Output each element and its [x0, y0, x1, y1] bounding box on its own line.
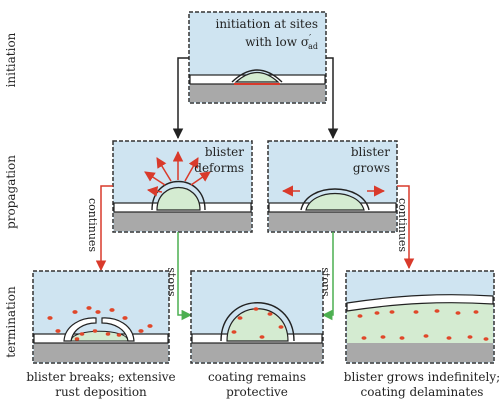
- broken-flap-left: [63, 317, 97, 342]
- stage-label-propagation: propagation: [4, 155, 18, 229]
- arrow-continues-left: [95, 185, 113, 272]
- caption-protective-line1: coating remains: [208, 370, 306, 384]
- caption-breaks-line2: rust deposition: [55, 385, 147, 399]
- rust-deposits-delaminates: [357, 309, 489, 341]
- broken-flap-right: [101, 317, 135, 342]
- propagation-grows-box: blister grows: [267, 140, 398, 233]
- arrow-stops-right: [321, 232, 334, 321]
- stage-label-initiation: initiation: [4, 32, 18, 87]
- grows-label-line1: blister: [351, 145, 390, 159]
- arrow-continues-right: [397, 185, 415, 270]
- deformed-blister: [156, 187, 201, 211]
- growing-blister: [305, 192, 365, 211]
- deformation-arrows: [144, 150, 211, 197]
- caption-protective-line2: protective: [226, 385, 288, 399]
- stage-label-termination: termination: [4, 286, 18, 358]
- termination-breaks-box: [32, 270, 170, 364]
- initial-blister: [234, 71, 280, 83]
- initiation-box: initiation at sites with low σ′ad: [188, 11, 327, 104]
- stable-blister: [226, 308, 289, 342]
- caption-delaminates-line2: coating delaminates: [361, 385, 484, 399]
- arrow-to-deforms: [172, 57, 189, 140]
- initiation-label-line1: initiation at sites: [215, 17, 318, 31]
- termination-delaminates-box: [345, 270, 495, 364]
- termination-protective-box: [190, 270, 324, 364]
- propagation-deforms-box: blister deforms: [112, 140, 253, 233]
- initiation-label-line2: with low σ′ad: [245, 34, 318, 51]
- continues-left-label: continues: [86, 198, 99, 252]
- deforms-label-line2: deforms: [194, 161, 244, 175]
- arrow-to-grows: [326, 57, 339, 140]
- deforms-label-line1: blister: [205, 145, 244, 159]
- caption-breaks-line1: blister breaks; extensive: [26, 370, 175, 384]
- rust-deposits-protective: [231, 307, 284, 339]
- delaminated-coating: [346, 294, 494, 312]
- rust-deposits-breaks: [47, 306, 153, 341]
- arrow-stops-left: [177, 232, 193, 321]
- continues-right-label: continues: [396, 198, 409, 252]
- caption-delaminates-line1: blister grows indefinitely;: [344, 370, 500, 384]
- grows-label-line2: grows: [353, 161, 390, 175]
